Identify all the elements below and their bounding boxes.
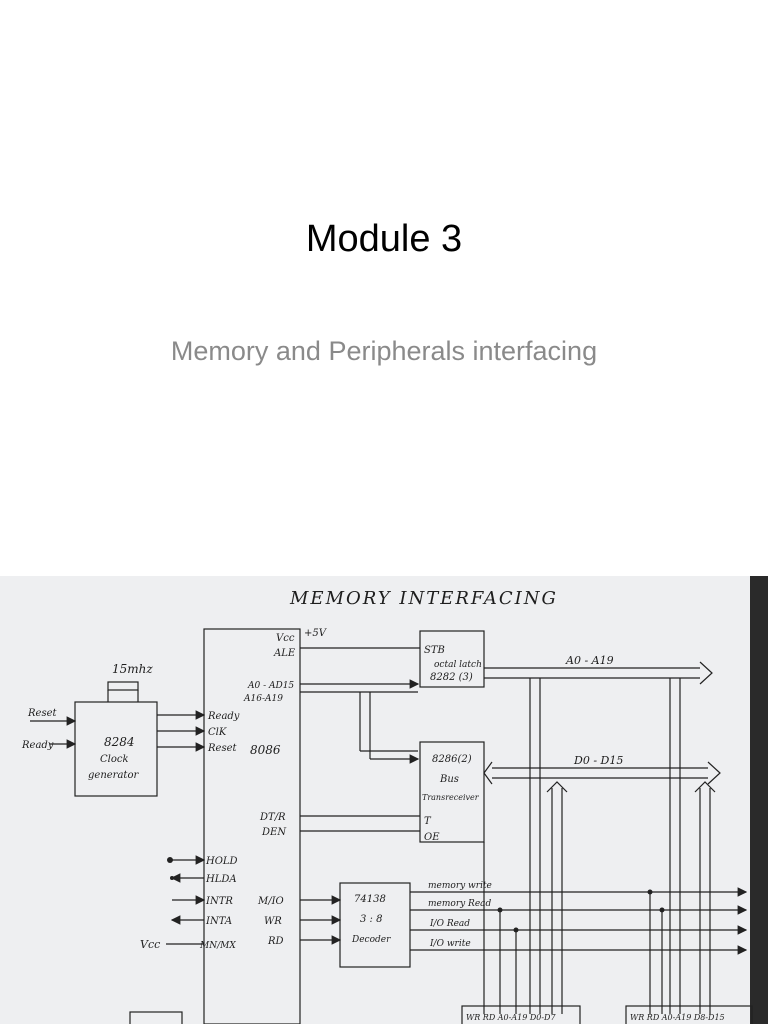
latch-stb-label: STB [424,645,445,656]
slide-subtitle: Memory and Peripherals interfacing [170,336,598,366]
decoder-chip-label: 74138 [354,894,386,905]
octal-latch-box [419,630,485,688]
bus-transceiver-box [419,741,485,843]
reset-input-label: Reset [27,708,57,719]
cpu-hlda-label: HLDA [205,874,237,885]
latch-line1-label: octal latch [434,660,482,670]
transceiver-line1-label: Bus [439,774,459,785]
clock-chip-label: 8284 [104,735,135,749]
diagram-heading: MEMORY INTERFACING [289,588,558,609]
cpu-clk-label: ClK [208,727,227,738]
output-io-read-label: I/O Read [429,919,470,929]
cpu-ale-label: ALE [273,648,296,659]
cpu-a-bus-label: A16-A19 [243,694,283,704]
transceiver-line2-label: Transreceiver [422,793,480,802]
ready-input-label: Ready [21,740,54,751]
cpu-vcc-label: Vcc [276,633,295,644]
cpu-den-label: DEN [261,827,287,838]
cpu-ready-label: Ready [207,711,240,722]
transceiver-chip-label: 8286(2) [432,754,472,765]
output-mem-read-label: memory Read [428,899,492,909]
memory-bank-left [461,1005,581,1024]
clock-line2-label: generator [88,770,139,781]
decoder-ratio-label: 3 : 8 [360,914,382,925]
cpu-dtr-label: DT/R [259,812,286,823]
slide-title: Module 3 [305,218,463,260]
paper-sheet [0,576,750,1024]
output-io-write-label: I/O write [429,939,471,949]
bottom-left-box [129,1011,183,1024]
latch-line2-label: 8282 (3) [430,672,473,683]
cpu-ad-bus-label: A0 - AD15 [247,681,294,691]
cpu-inta-label: INTA [205,916,232,927]
cpu-mnmx-label: MN/MX [199,941,236,951]
cpu-rd-label: RD [267,936,284,947]
memory-interfacing-photo: MEMORY INTERFACING [0,576,768,1024]
decoder-74138-box [339,882,411,968]
cpu-8086-box [203,628,301,1024]
crystal-symbol [107,681,139,691]
cpu-hold-label: HOLD [205,856,238,867]
address-bus-label: A0 - A19 [565,654,614,667]
output-mem-write-label: memory write [428,881,492,891]
cpu-reset-label: Reset [207,743,237,754]
data-bus-label: D0 - D15 [573,754,623,767]
clock-freq-label: 15mhz [112,662,153,676]
bottom-right-bank-label: WR RD A0-A19 D8-D15 [630,1013,725,1022]
cpu-wr-label: WR [264,916,282,927]
paper-edge [748,576,768,1024]
cpu-mio-label: M/IO [257,896,284,907]
memory-interfacing-diagram: MEMORY INTERFACING [0,576,768,1024]
transceiver-t-label: T [424,816,432,827]
transceiver-oe-label: OE [424,832,440,843]
cpu-intr-label: INTR [205,896,233,907]
cpu-5v-label: +5V [304,628,328,639]
cpu-chip-label: 8086 [250,743,281,757]
bottom-left-bank-label: WR RD A0-A19 D0-D7 [466,1013,556,1022]
clock-line1-label: Clock [100,754,129,765]
clock-generator-box [74,701,158,797]
memory-bank-right [625,1005,753,1024]
decoder-name-label: Decoder [351,935,391,945]
vcc-label: Vcc [140,938,160,951]
